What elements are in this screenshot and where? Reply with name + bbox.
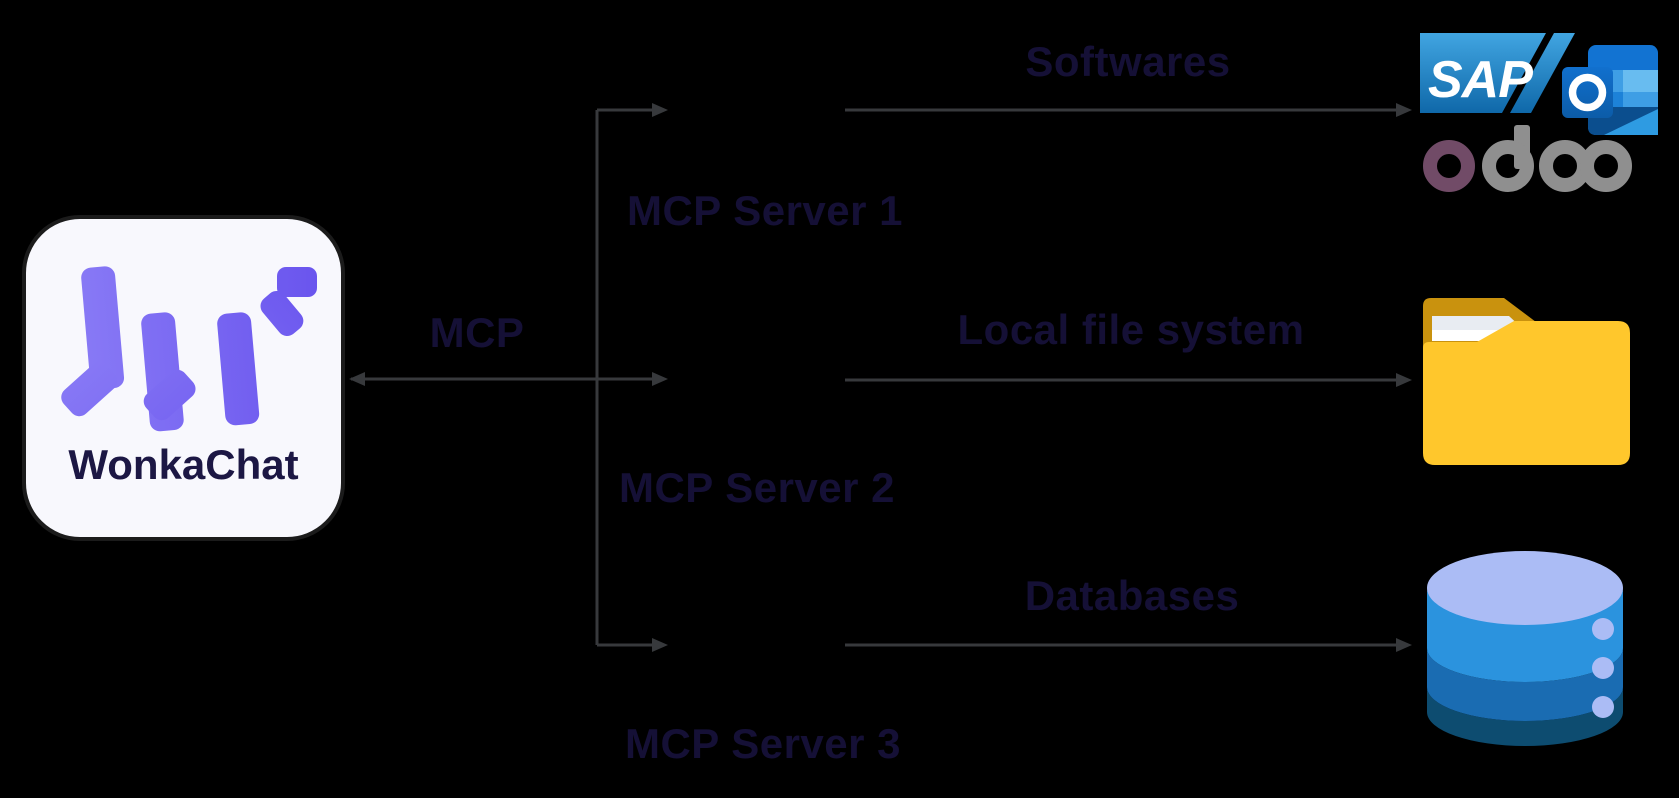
sap-logo: SAP bbox=[1420, 33, 1575, 113]
softwares-label: Softwares bbox=[1025, 38, 1231, 85]
sap-logo-text: SAP bbox=[1428, 51, 1533, 109]
odoo-logo bbox=[1423, 125, 1632, 192]
arrowhead-branch-mid bbox=[652, 372, 668, 386]
arrowhead-to-wonkachat bbox=[349, 372, 365, 386]
arrowhead-branch-bottom bbox=[652, 638, 668, 652]
arrowhead-databases bbox=[1396, 638, 1412, 652]
outlook-icon bbox=[1562, 45, 1658, 135]
databases-label: Databases bbox=[1024, 572, 1240, 619]
mcp-server-1-label: MCP Server 1 bbox=[626, 187, 904, 234]
wonkachat-logo bbox=[61, 266, 317, 432]
wonkachat-node: WonkaChat bbox=[22, 215, 345, 541]
wonkachat-label: WonkaChat bbox=[68, 441, 299, 488]
arrowhead-branch-top bbox=[652, 103, 668, 117]
arrowhead-filesystem bbox=[1396, 373, 1412, 387]
mcp-server-2-label: MCP Server 2 bbox=[618, 464, 896, 511]
mcp-server-3-label: MCP Server 3 bbox=[624, 720, 902, 767]
mcp-protocol-label: MCP bbox=[429, 309, 525, 356]
local-file-system-label: Local file system bbox=[957, 306, 1305, 353]
database-icon bbox=[1427, 551, 1623, 746]
arrowhead-softwares bbox=[1396, 103, 1412, 117]
folder-icon bbox=[1423, 298, 1630, 465]
